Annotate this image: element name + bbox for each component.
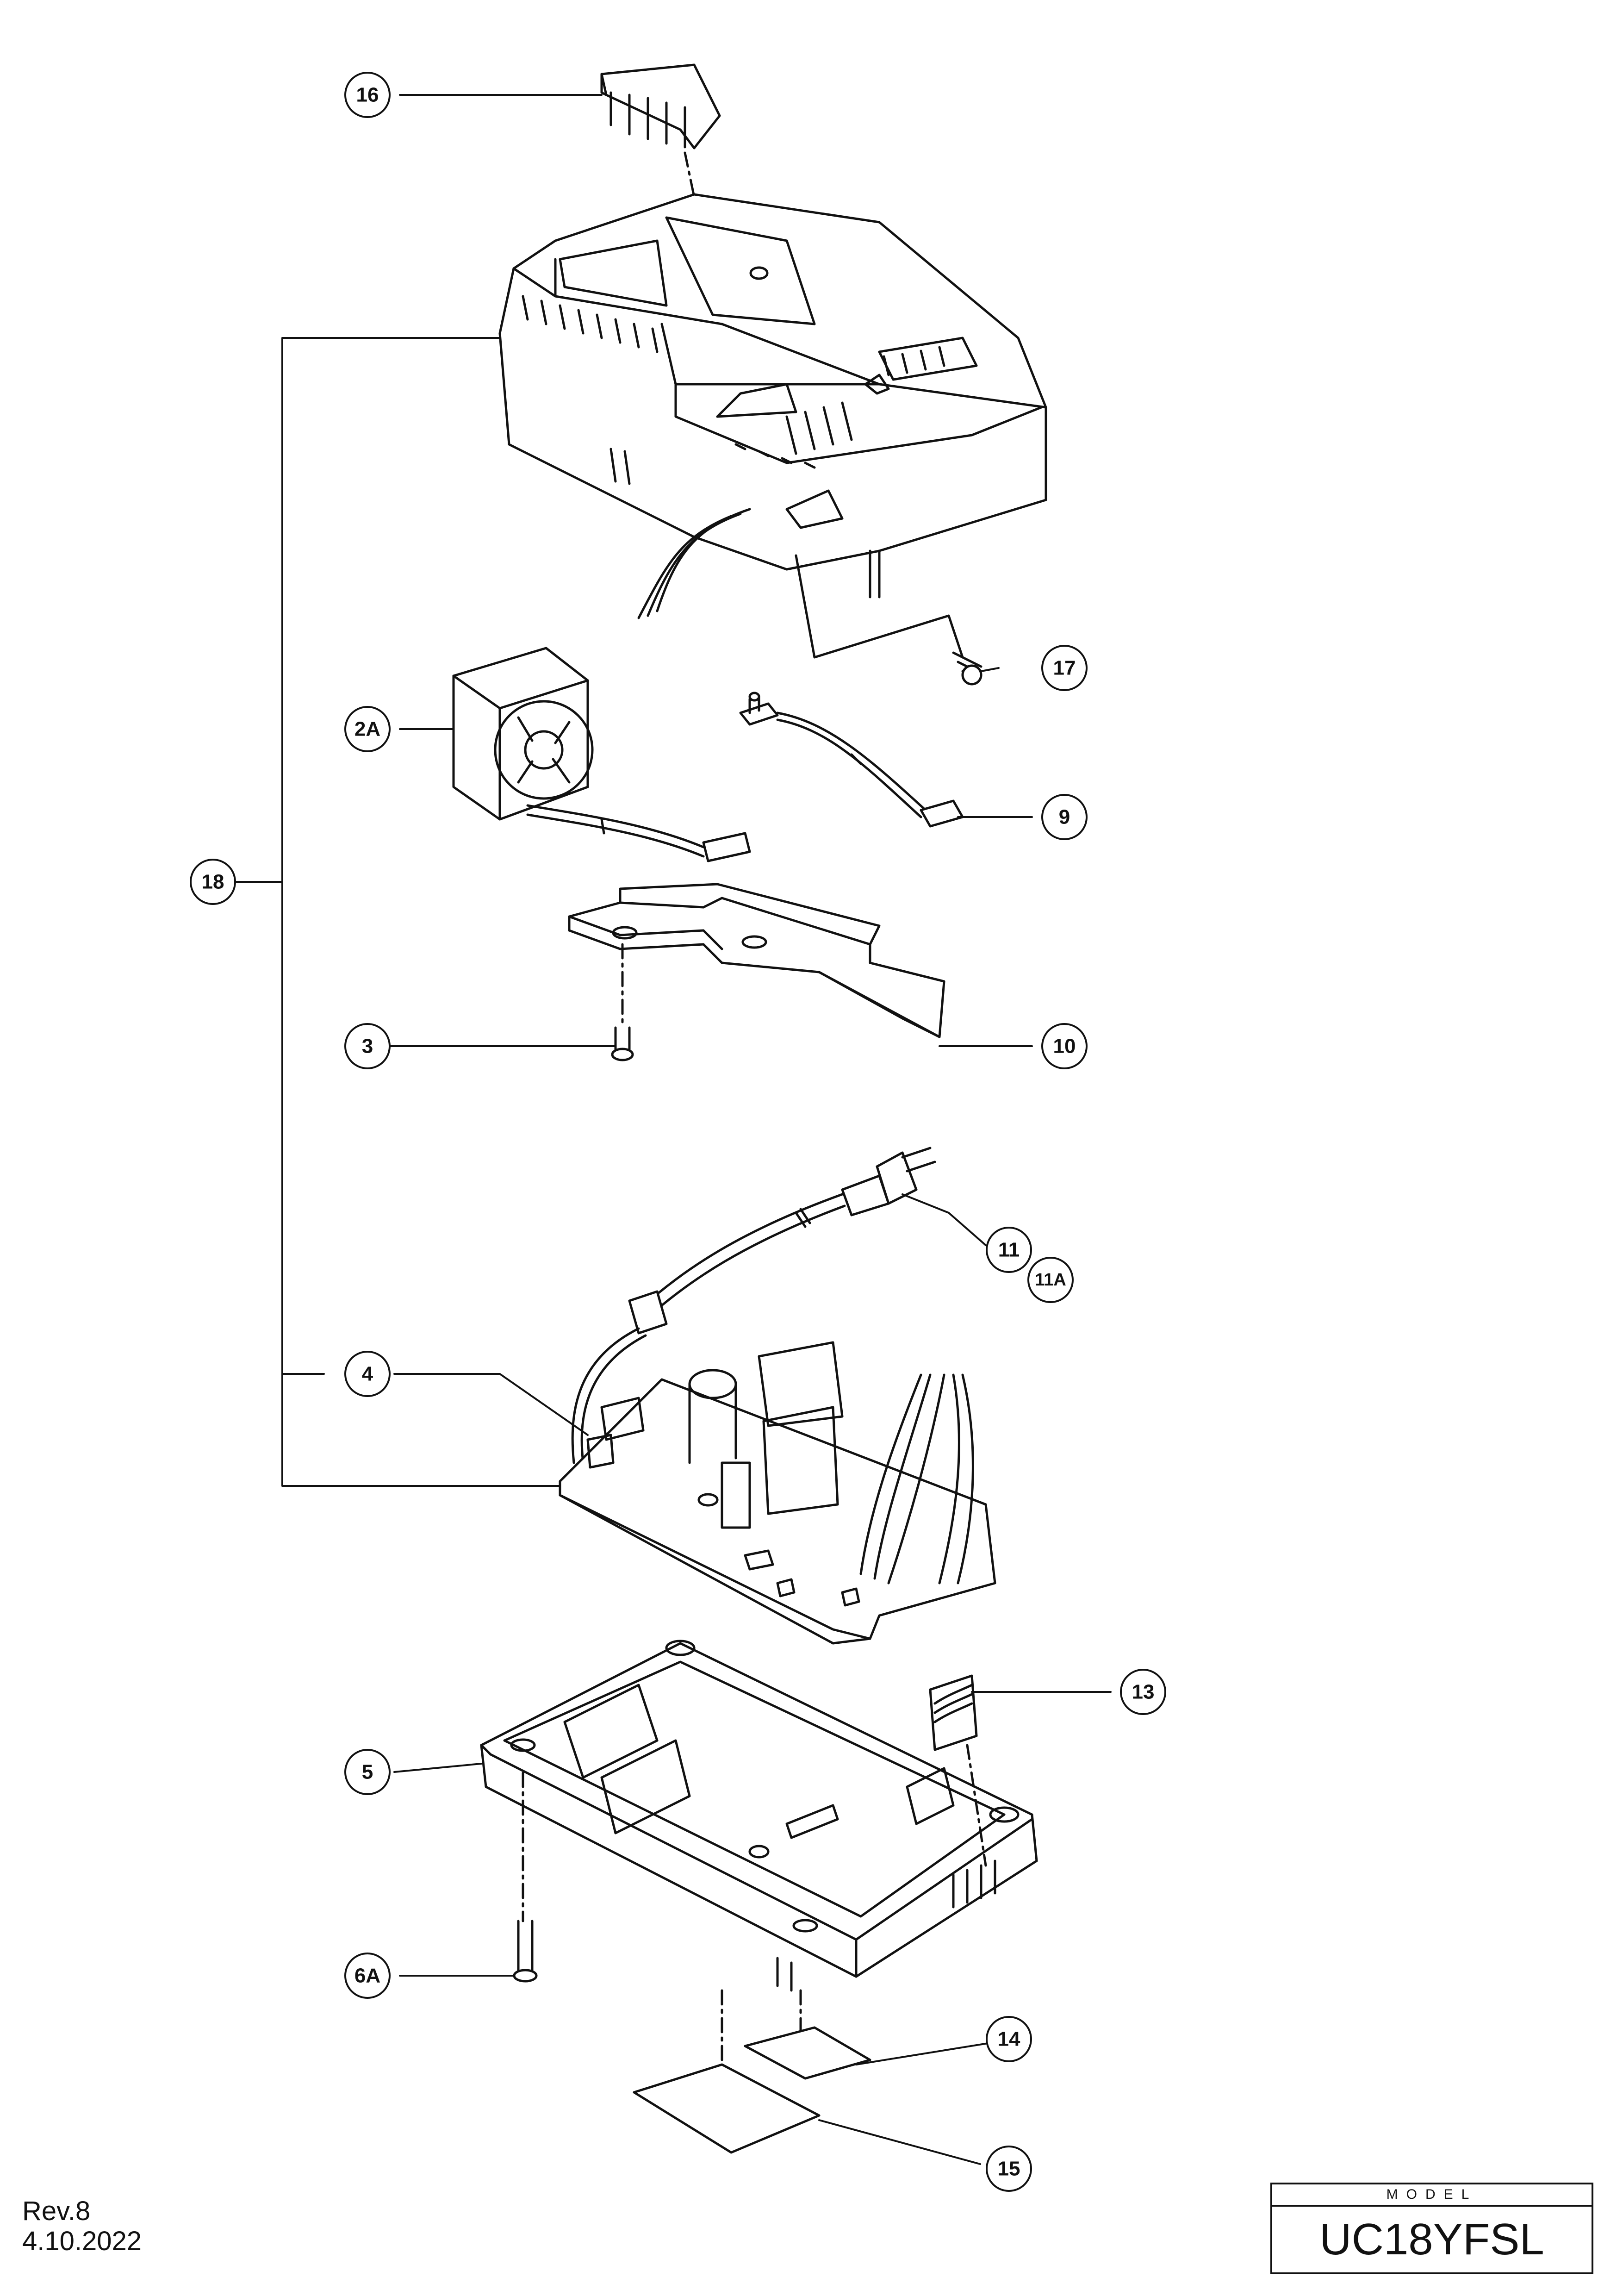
- model-name: UC18YFSL: [1319, 2215, 1544, 2264]
- callout-17: 17: [1053, 657, 1076, 680]
- bracket-part: [568, 883, 945, 1038]
- callout-labels: 16 17 2A 9 18 3 10 11 11A 4 13 5 6A 14 1…: [202, 84, 1155, 2180]
- label-14-part: [744, 2026, 871, 2080]
- leader-lines: [390, 94, 1112, 2165]
- charger-lower-case-part: [480, 1640, 1038, 1992]
- callout-9: 9: [1059, 806, 1070, 829]
- dash-line-13: [966, 1744, 987, 1867]
- wire-bundle-upper: [637, 508, 751, 619]
- screw-part-6a: [513, 1920, 538, 1983]
- model-label: MODEL: [1272, 2184, 1592, 2207]
- callout-5: 5: [362, 1761, 373, 1784]
- pcb-part: [559, 1341, 996, 1645]
- callout-16: 16: [356, 84, 379, 106]
- callout-6a: 6A: [354, 1965, 380, 1987]
- revision-info: Rev.8 4.10.2022: [22, 2196, 142, 2257]
- model-box: MODEL UC18YFSL: [1270, 2183, 1593, 2274]
- fan-wire: [526, 804, 751, 862]
- sensor-part: [739, 692, 779, 726]
- callout-14: 14: [998, 2028, 1020, 2051]
- label-15-part: [633, 2063, 821, 2154]
- screw-part-17: [952, 651, 983, 686]
- callout-10: 10: [1053, 1035, 1076, 1058]
- label-13-part: [929, 1674, 978, 1751]
- sensor-wire: [776, 711, 964, 828]
- callout-3: 3: [362, 1035, 373, 1058]
- callout-11a: 11A: [1035, 1270, 1066, 1290]
- leader-17-bracket: [795, 554, 964, 659]
- callout-circles: [190, 72, 1166, 2192]
- assembly-bracket-18: [232, 337, 561, 1487]
- power-cord-part: [571, 1147, 936, 1464]
- callout-15: 15: [998, 2158, 1020, 2180]
- pcb-wires: [859, 1373, 974, 1585]
- screw-part-3: [611, 1026, 634, 1061]
- charger-upper-case-part: [498, 193, 1047, 599]
- terminal-cover-part: [600, 63, 721, 150]
- callout-4: 4: [362, 1363, 373, 1385]
- revision-number: Rev.8: [22, 2196, 91, 2226]
- callout-11: 11: [998, 1239, 1020, 1261]
- revision-date: 4.10.2022: [22, 2226, 142, 2256]
- callout-18: 18: [202, 871, 224, 893]
- callout-13: 13: [1132, 1681, 1155, 1703]
- callout-2a: 2A: [354, 718, 380, 741]
- fan-part: [452, 647, 594, 821]
